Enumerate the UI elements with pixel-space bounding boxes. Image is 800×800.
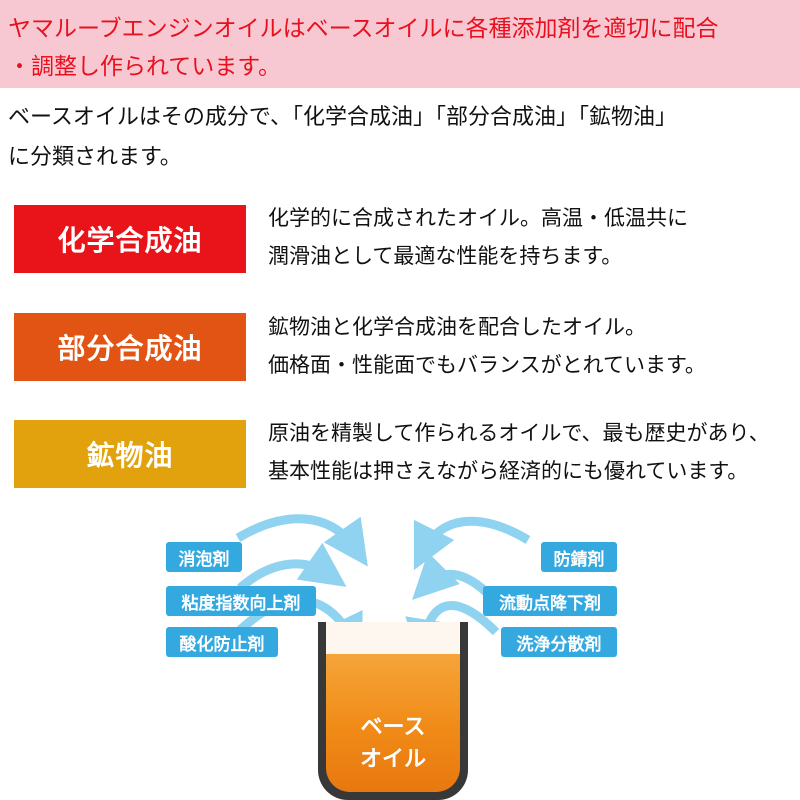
mineral-oil-badge: 鉱物油: [14, 420, 246, 488]
additive-tag-detergent-dispersant: 洗浄分散剤: [501, 627, 617, 657]
container-headspace: [326, 622, 460, 654]
banner-text: ヤマルーブエンジンオイルはベースオイルに各種添加剤を適切に配合 ・調整し作られて…: [8, 10, 792, 86]
intro-line-1: ベースオイルはその成分で、「化学合成油」「部分合成油」「鉱物油」: [8, 105, 678, 130]
mineral-oil-description: 原油を精製して作られるオイルで、最も歴史があり、 基本性能は押さえながら経済的に…: [268, 414, 798, 490]
base-oil-liquid: ベース オイル: [326, 654, 460, 792]
arrow-rust-inhibitor: [413, 516, 531, 571]
additive-tag-rust-inhibitor: 防錆剤: [541, 542, 617, 572]
synthetic-oil-badge: 化学合成油: [14, 205, 246, 273]
base-oil-label-line-2: オイル: [359, 747, 426, 772]
synthetic-oil-desc-line-2: 潤滑油として最適な性能を持ちます。: [268, 244, 623, 268]
additive-diagram: 消泡剤 粘度指数向上剤 酸化防止剤 防錆剤 流動点降下剤 洗浄分散剤 ベース オ…: [0, 500, 800, 800]
additive-tag-pour-point-depressant: 流動点降下剤: [483, 586, 617, 616]
intro-paragraph: ベースオイルはその成分で、「化学合成油」「部分合成油」「鉱物油」 に分類されます…: [8, 98, 792, 178]
mineral-oil-desc-line-1: 原油を精製して作られるオイルで、最も歴史があり、: [268, 421, 770, 445]
banner-line-1: ヤマルーブエンジンオイルはベースオイルに各種添加剤を適切に配合: [8, 16, 719, 42]
additive-tag-antioxidant: 酸化防止剤: [166, 627, 278, 657]
semi-synthetic-oil-desc-line-2: 価格面・性能面でもバランスがとれています。: [268, 353, 706, 377]
base-oil-label-line-1: ベース: [360, 715, 426, 740]
additive-tag-viscosity-improver: 粘度指数向上剤: [166, 586, 316, 616]
synthetic-oil-description: 化学的に合成されたオイル。高温・低温共に 潤滑油として最適な性能を持ちます。: [268, 199, 798, 275]
header-banner: ヤマルーブエンジンオイルはベースオイルに各種添加剤を適切に配合 ・調整し作られて…: [0, 0, 800, 88]
base-oil-container: ベース オイル: [318, 622, 468, 800]
semi-synthetic-oil-desc-line-1: 鉱物油と化学合成油を配合したオイル。: [268, 315, 646, 339]
arrow-defoamer: [235, 514, 368, 567]
banner-line-2: ・調整し作られています。: [8, 54, 282, 80]
synthetic-oil-desc-line-1: 化学的に合成されたオイル。高温・低温共に: [268, 206, 688, 230]
intro-line-2: に分類されます。: [8, 145, 182, 170]
arrow-viscosity-improver: [237, 542, 347, 592]
additive-tag-defoamer: 消泡剤: [166, 542, 242, 572]
semi-synthetic-oil-badge: 部分合成油: [14, 313, 246, 381]
arrow-pour-point-depressant: [412, 552, 490, 600]
semi-synthetic-oil-description: 鉱物油と化学合成油を配合したオイル。 価格面・性能面でもバランスがとれています。: [268, 308, 798, 384]
base-oil-label: ベース オイル: [326, 712, 460, 776]
mineral-oil-desc-line-2: 基本性能は押さえながら経済的にも優れています。: [268, 459, 749, 483]
